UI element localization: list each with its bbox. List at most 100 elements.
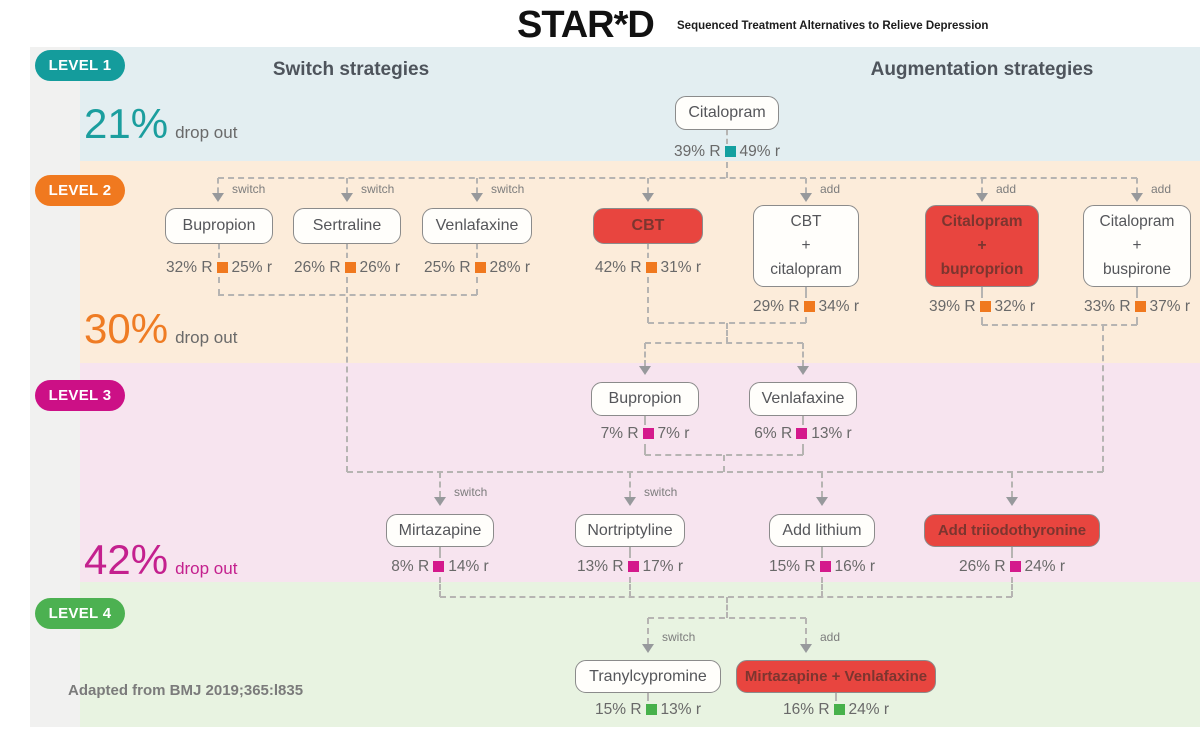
- remission-rate: 26% R: [293, 259, 341, 276]
- edge-label-switch: switch: [662, 630, 696, 644]
- node-nortriptyline: Nortriptyline: [575, 514, 685, 547]
- connector-line: [439, 547, 441, 558]
- connector-line: [805, 178, 807, 193]
- edge-label-add: add: [996, 182, 1017, 196]
- stats-nortriptyline: 13% R 17% r: [555, 558, 705, 576]
- remission-rate: 13% R: [576, 558, 624, 575]
- response-rate: 7% r: [657, 425, 690, 442]
- dropout-percent: 21%: [84, 100, 169, 147]
- connector-line: [218, 294, 477, 296]
- level-marker-square: [645, 262, 657, 273]
- node-add-triiodothyronine: Add triiodothyronine: [924, 514, 1100, 547]
- response-rate: 26% r: [359, 259, 401, 276]
- connector-line: [647, 618, 649, 644]
- page-subtitle: Sequenced Treatment Alternatives to Reli…: [677, 20, 989, 32]
- connector-line: [648, 322, 806, 324]
- level-marker-square: [627, 561, 639, 572]
- edge-label-switch: switch: [491, 182, 525, 196]
- level-2-badge: LEVEL 2: [35, 175, 125, 206]
- connector-line: [1136, 287, 1138, 298]
- arrow-down-icon: [642, 193, 654, 202]
- node-cbt-citalopram: CBT + citalopram: [753, 205, 859, 287]
- arrow-down-icon: [639, 366, 651, 375]
- remission-rate: 42% R: [594, 259, 642, 276]
- connector-line: [1011, 547, 1013, 558]
- switch-strategies-header: Switch strategies: [272, 59, 430, 80]
- connector-line: [726, 162, 728, 178]
- remission-rate: 25% R: [423, 259, 471, 276]
- connector-line: [347, 471, 1103, 473]
- connector-line: [476, 244, 478, 258]
- level-marker-square: [724, 146, 736, 157]
- remission-rate: 8% R: [391, 558, 430, 575]
- level-marker-square: [216, 262, 228, 273]
- connector-line: [217, 178, 219, 193]
- connector-line: [821, 472, 823, 497]
- page-title: STAR*D: [517, 4, 655, 46]
- dropout-label: drop out: [175, 123, 238, 142]
- arrow-down-icon: [642, 644, 654, 653]
- node-sertraline: Sertraline: [293, 208, 401, 244]
- response-rate: 49% r: [739, 143, 781, 160]
- arrow-down-icon: [800, 644, 812, 653]
- arrow-down-icon: [1131, 193, 1143, 202]
- edge-label-add: add: [820, 630, 841, 644]
- node-bupropion-l3: Bupropion: [591, 382, 699, 416]
- connector-line: [982, 324, 1137, 326]
- connector-line: [1011, 472, 1013, 497]
- arrow-down-icon: [1006, 497, 1018, 506]
- level-marker-square: [645, 704, 657, 715]
- connector-line: [218, 244, 220, 258]
- connector-line: [218, 277, 220, 295]
- connector-line: [802, 416, 804, 425]
- arrow-down-icon: [434, 497, 446, 506]
- remission-rate: 15% R: [768, 558, 816, 575]
- source-citation: Adapted from BMJ 2019;365:l835: [68, 682, 304, 699]
- level-marker-square: [796, 428, 808, 439]
- level-marker-square: [433, 561, 445, 572]
- connector-line: [629, 472, 631, 497]
- node-tranylcypromine: Tranylcypromine: [575, 660, 721, 693]
- connector-line: [726, 323, 728, 343]
- connector-line: [644, 416, 646, 425]
- level-1-dropout: 21% drop out: [84, 100, 237, 148]
- connector-line: [439, 577, 441, 597]
- level-marker-square: [344, 262, 356, 273]
- level-marker-square: [803, 301, 815, 312]
- node-cbt: CBT: [593, 208, 703, 244]
- node-venlafaxine-l3: Venlafaxine: [749, 382, 857, 416]
- level-marker-square: [1009, 561, 1021, 572]
- level-marker-square: [1134, 301, 1146, 312]
- edge-label-switch: switch: [644, 485, 678, 499]
- arrow-down-icon: [471, 193, 483, 202]
- connector-line: [1136, 178, 1138, 193]
- connector-line: [629, 577, 631, 597]
- arrow-down-icon: [816, 497, 828, 506]
- connector-line: [647, 244, 649, 258]
- edge-label-switch: switch: [454, 485, 488, 499]
- connector-line: [821, 577, 823, 597]
- remission-rate: 39% R: [928, 298, 976, 315]
- level-1-band: [30, 47, 1200, 161]
- response-rate: 24% r: [1024, 558, 1066, 575]
- level-3-badge: LEVEL 3: [35, 380, 125, 411]
- level-marker-square: [474, 262, 486, 273]
- response-rate: 17% r: [642, 558, 684, 575]
- connector-line: [629, 547, 631, 558]
- response-rate: 13% r: [811, 425, 852, 442]
- node-add-lithium: Add lithium: [769, 514, 875, 547]
- connector-line: [346, 277, 348, 472]
- stats-sertraline: 26% R 26% r: [272, 259, 422, 277]
- arrow-down-icon: [800, 193, 812, 202]
- level-2-dropout: 30% drop out: [84, 305, 237, 353]
- remission-rate: 16% R: [782, 701, 830, 718]
- response-rate: 31% r: [660, 259, 702, 276]
- connector-line: [805, 317, 807, 323]
- response-rate: 37% r: [1149, 298, 1191, 315]
